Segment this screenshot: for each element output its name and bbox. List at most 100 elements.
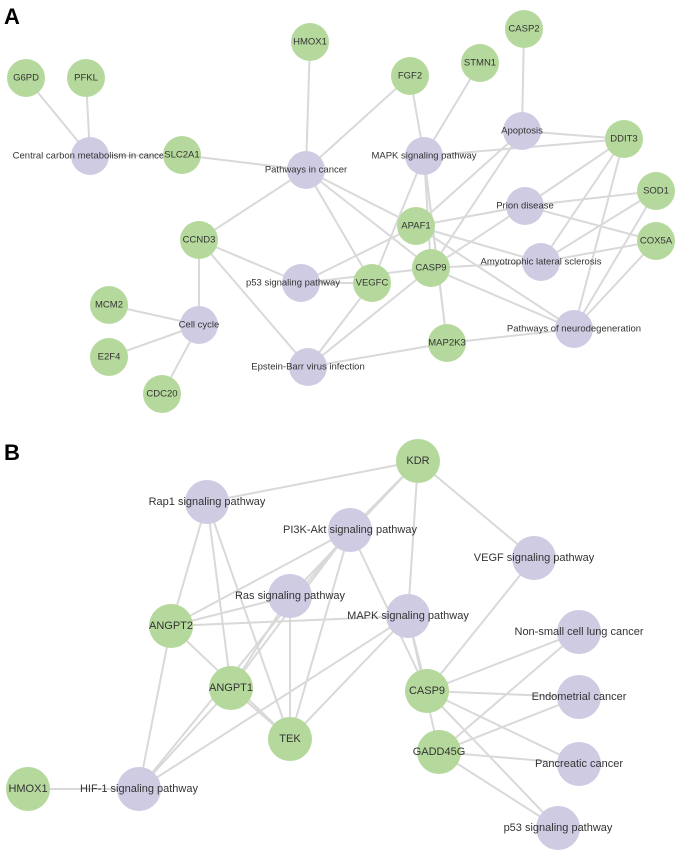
pathway-node-amyotrophic-lateral-sclerosis[interactable]: Amyotrophic lateral sclerosis: [481, 243, 602, 281]
pathway-node-ras-signaling-pathway[interactable]: Ras signaling pathway: [235, 574, 346, 618]
node-circle: [180, 221, 218, 259]
pathway-node-endometrial-cancer[interactable]: Endometrial cancer: [532, 675, 627, 719]
edge-pathways-in-cancer-casp9: [305, 169, 432, 269]
pathway-node-prion-disease[interactable]: Prion disease: [496, 187, 554, 225]
gene-node-casp2[interactable]: CASP2: [505, 10, 543, 48]
pathway-node-mapk-signaling-pathway[interactable]: MAPK signaling pathway: [371, 137, 477, 175]
node-circle: [282, 264, 320, 302]
node-circle: [405, 669, 449, 713]
gene-node-map2k3[interactable]: MAP2K3: [428, 324, 466, 362]
node-label: ANGPT1: [209, 682, 253, 694]
node-label: SLC2A1: [164, 150, 199, 161]
edge-kdr-rap1-signaling-pathway: [206, 460, 419, 503]
node-label: Pathways of neurodegeneration: [507, 324, 641, 335]
gene-node-casp9[interactable]: CASP9: [405, 669, 449, 713]
gene-node-stmn1[interactable]: STMN1: [461, 44, 499, 82]
node-circle: [291, 23, 329, 61]
gene-node-pfkl[interactable]: PFKL: [67, 59, 105, 97]
edge-pi3k-akt-signaling-pathway-hif-1-signaling-pathway: [138, 529, 351, 790]
node-circle: [555, 310, 593, 348]
edge-pathways-in-cancer-ccnd3: [198, 169, 307, 241]
node-circle: [67, 59, 105, 97]
node-circle: [287, 151, 325, 189]
gene-node-angpt1[interactable]: ANGPT1: [209, 666, 253, 710]
gene-node-hmox1[interactable]: HMOX1: [6, 767, 50, 811]
gene-node-angpt2[interactable]: ANGPT2: [149, 604, 193, 648]
node-circle: [185, 480, 229, 524]
node-label: p53 signaling pathway: [246, 278, 340, 289]
pathway-node-pathways-of-neurodegeneration[interactable]: Pathways of neurodegeneration: [507, 310, 641, 348]
edge-apaf1-pathways-of-neurodegeneration: [415, 225, 575, 330]
node-label: Non-small cell lung cancer: [515, 626, 644, 638]
edge-cox5a-amyotrophic-lateral-sclerosis: [540, 240, 657, 263]
edge-vegf-signaling-pathway-casp9: [426, 557, 535, 692]
edge-pi3k-akt-signaling-pathway-angpt2: [170, 529, 351, 627]
pathway-node-pathways-in-cancer[interactable]: Pathways in cancer: [265, 151, 347, 189]
node-label: STMN1: [464, 58, 496, 69]
node-label: G6PD: [13, 73, 39, 84]
edge-ccnd3-epstein-barr-virus-infection: [198, 239, 309, 368]
pathway-node-hif-1-signaling-pathway[interactable]: HIF-1 signaling pathway: [80, 767, 199, 811]
gene-node-vegfc[interactable]: VEGFC: [353, 264, 391, 302]
edge-pathways-in-cancer-fgf2: [305, 75, 411, 171]
edge-casp9-p53-signaling-pathway: [426, 690, 559, 829]
gene-node-sod1[interactable]: SOD1: [637, 172, 675, 210]
gene-node-kdr[interactable]: KDR: [396, 439, 440, 483]
edge-casp9-endometrial-cancer: [426, 690, 580, 698]
node-circle: [353, 264, 391, 302]
node-circle: [163, 136, 201, 174]
gene-node-tek[interactable]: TEK: [268, 717, 312, 761]
pathway-node-apoptosis[interactable]: Apoptosis: [501, 112, 543, 150]
edge-ddit3-pathways-of-neurodegeneration: [573, 138, 625, 330]
edge-angpt2-hif-1-signaling-pathway: [138, 625, 172, 790]
gene-node-fgf2[interactable]: FGF2: [391, 57, 429, 95]
node-circle: [637, 172, 675, 210]
node-label: Endometrial cancer: [532, 691, 627, 703]
node-label: CASP9: [409, 685, 445, 697]
edge-prion-disease-sod1: [524, 190, 657, 207]
pathway-node-epstein-barr-virus-infection[interactable]: Epstein-Barr virus infection: [251, 348, 365, 386]
edge-hmox1-pathways-in-cancer: [305, 41, 311, 171]
node-circle: [90, 286, 128, 324]
pathway-node-mapk-signaling-pathway[interactable]: MAPK signaling pathway: [347, 594, 469, 638]
node-circle: [143, 375, 181, 413]
node-label: Pathways in cancer: [265, 165, 347, 176]
pathway-node-cell-cycle[interactable]: Cell cycle: [179, 306, 220, 344]
node-circle: [397, 207, 435, 245]
node-label: MAPK signaling pathway: [347, 610, 469, 622]
edge-pathways-in-cancer-vegfc: [305, 169, 373, 284]
pathway-node-p53-signaling-pathway[interactable]: p53 signaling pathway: [504, 806, 613, 850]
gene-node-g6pd[interactable]: G6PD: [7, 59, 45, 97]
gene-node-ddit3[interactable]: DDIT3: [605, 120, 643, 158]
pathway-node-rap1-signaling-pathway[interactable]: Rap1 signaling pathway: [149, 480, 266, 524]
gene-node-hmox1[interactable]: HMOX1: [291, 23, 329, 61]
node-label: APAF1: [401, 221, 430, 232]
node-circle: [412, 249, 450, 287]
gene-node-e2f4[interactable]: E2F4: [90, 338, 128, 376]
node-label: Epstein-Barr virus infection: [251, 362, 365, 373]
pathway-node-p53-signaling-pathway[interactable]: p53 signaling pathway: [246, 264, 340, 302]
gene-node-cox5a[interactable]: COX5A: [637, 222, 675, 260]
gene-node-apaf1[interactable]: APAF1: [397, 207, 435, 245]
pathway-node-pi3k-akt-signaling-pathway[interactable]: PI3K-Akt signaling pathway: [283, 508, 417, 552]
edge-gadd45g-pancreatic-cancer: [438, 751, 580, 765]
pathway-node-vegf-signaling-pathway[interactable]: VEGF signaling pathway: [474, 536, 595, 580]
pathway-node-pancreatic-cancer[interactable]: Pancreatic cancer: [535, 742, 623, 786]
edge-apaf1-p53-signaling-pathway: [300, 225, 417, 284]
gene-node-ccnd3[interactable]: CCND3: [180, 221, 218, 259]
edge-mapk-signaling-pathway-vegfc: [371, 155, 425, 284]
pathway-node-central-carbon-metabolism-in-cancer[interactable]: Central carbon metabolism in cancer: [13, 137, 168, 175]
node-label: Prion disease: [496, 201, 554, 212]
gene-node-gadd45g[interactable]: GADD45G: [413, 730, 466, 774]
pathway-node-non-small-cell-lung-cancer[interactable]: Non-small cell lung cancer: [515, 610, 644, 654]
gene-node-casp9[interactable]: CASP9: [412, 249, 450, 287]
node-circle: [557, 675, 601, 719]
node-label: PFKL: [74, 73, 98, 84]
node-label: CDC20: [146, 389, 177, 400]
gene-node-cdc20[interactable]: CDC20: [143, 375, 181, 413]
gene-node-mcm2[interactable]: MCM2: [90, 286, 128, 324]
gene-node-slc2a1[interactable]: SLC2A1: [163, 136, 201, 174]
node-circle: [536, 806, 580, 850]
edge-gadd45g-endometrial-cancer: [438, 696, 580, 753]
